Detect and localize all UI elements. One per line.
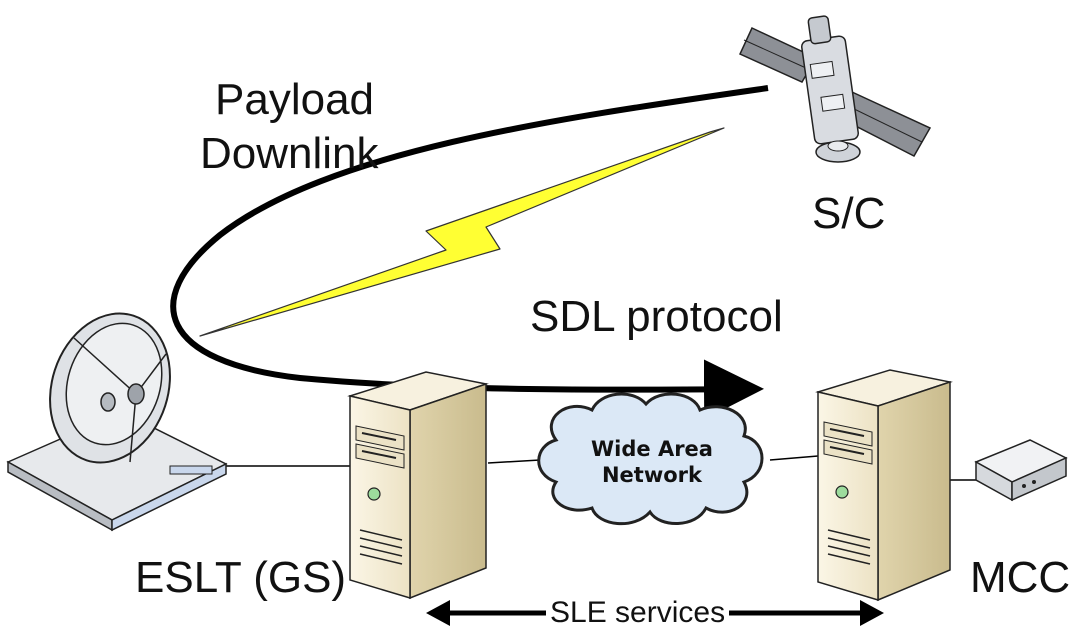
lightning-bolt-icon xyxy=(199,127,725,337)
wan-label-line1: Wide Area xyxy=(591,437,713,461)
mcc-label: MCC xyxy=(970,553,1071,602)
spacecraft-label: S/C xyxy=(812,189,886,238)
link-server-cloud xyxy=(487,459,541,464)
link-cloud-server xyxy=(769,455,819,461)
server-tower-icon-right xyxy=(815,369,953,602)
eslt-gs-label: ESLT (GS) xyxy=(135,553,347,602)
sdl-protocol-label: SDL protocol xyxy=(530,292,783,341)
ground-station-dish-icon xyxy=(6,312,228,532)
payload-downlink-label-line1: Payload xyxy=(215,75,375,124)
cloud-icon xyxy=(537,392,764,526)
sdl-protocol-arrow xyxy=(170,85,769,420)
wan-label-line2: Network xyxy=(601,463,702,488)
network-device-icon xyxy=(974,439,1068,502)
sle-services-label: SLE services xyxy=(546,598,730,628)
server-tower-icon-left xyxy=(347,371,489,600)
satellite-icon xyxy=(739,15,932,163)
wan-label: Wide Area Network xyxy=(582,436,722,489)
payload-downlink-label-line2: Downlink xyxy=(200,129,379,178)
